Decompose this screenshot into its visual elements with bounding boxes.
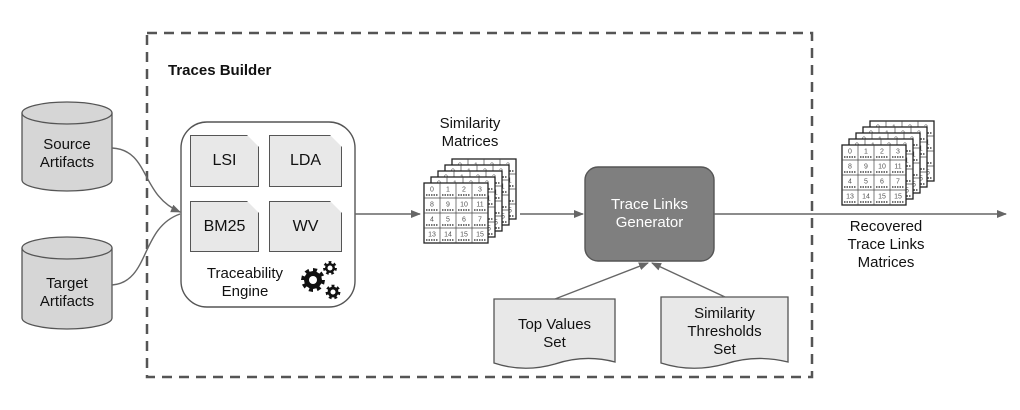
similarity-matrix-cell: 15 bbox=[476, 231, 484, 238]
method-bm25-label: BM25 bbox=[203, 217, 246, 235]
target-to-engine-connector bbox=[111, 213, 181, 286]
thresholds-to-generator-arrow bbox=[651, 262, 726, 298]
recovered-matrix-cell: 7 bbox=[896, 178, 900, 185]
top-values-set-box bbox=[493, 298, 616, 369]
recovered-matrix-cell: 15 bbox=[878, 193, 886, 200]
recovered-matrix-sheet: 0 1 2 3 8 9 10 11 4 5 6 7 13 14 15 15 bbox=[841, 144, 907, 206]
recovered-matrix-cell: 5 bbox=[864, 178, 868, 185]
similarity-matrix-cell: 14 bbox=[444, 231, 452, 238]
target-artifacts-label: Target Artifacts bbox=[39, 275, 95, 310]
similarity-matrix-cell: 2 bbox=[462, 186, 466, 193]
recovered-matrix-cell: 10 bbox=[878, 163, 886, 170]
recovered-trace-links-label: Recovered Trace Links Matrices bbox=[847, 218, 925, 271]
traces-builder-boundary bbox=[145, 31, 814, 379]
similarity-matrix-cell: 3 bbox=[478, 186, 482, 193]
similarity-thresholds-set-box bbox=[660, 296, 789, 369]
similarity-matrices-label: Similarity Matrices bbox=[439, 115, 501, 150]
recovered-matrix-cell: 9 bbox=[864, 163, 868, 170]
recovered-matrix-cell: 6 bbox=[880, 178, 884, 185]
recovered-matrix-cell: 11 bbox=[894, 163, 901, 170]
similarity-matrices-stack: 0 1 2 3 8 9 10 11 4 5 6 7 13 14 15 150 1 2 3 8 9 10 11 4 5 6 7 13 14… bbox=[423, 158, 517, 244]
recovered-matrix-cell: 14 bbox=[862, 193, 870, 200]
method-lsi-label: LSI bbox=[212, 152, 237, 169]
traces-builder-title: Traces Builder bbox=[168, 62, 272, 79]
similarity-matrix-cell: 0 bbox=[430, 186, 434, 193]
source-to-engine-connector bbox=[111, 147, 181, 213]
recovered-matrices-stack: 0 1 2 3 8 9 10 11 4 5 6 7 13 14 15 150 1 2 3 8 9 10 11 4 5 6 7 13 14… bbox=[841, 120, 935, 206]
similarity-matrix-cell: 1 bbox=[446, 186, 450, 193]
similarity-matrix-cell: 10 bbox=[460, 201, 468, 208]
similarity-thresholds-set-label: Similarity Thresholds Set bbox=[687, 305, 762, 358]
recovered-matrix-cell: 4 bbox=[848, 178, 852, 185]
similarity-matrix-cell: 6 bbox=[462, 216, 466, 223]
similarity-matrix-cell: 5 bbox=[446, 216, 450, 223]
recovered-matrix-cell: 1 bbox=[864, 148, 868, 155]
method-lda: LDA bbox=[269, 135, 342, 187]
method-wv-label: WV bbox=[292, 217, 319, 235]
similarity-matrix-cell: 11 bbox=[476, 201, 483, 208]
top-values-set-label: Top Values Set bbox=[517, 316, 592, 351]
traceability-engine-label: Traceability Engine bbox=[206, 265, 284, 300]
recovered-matrix-cell: 2 bbox=[880, 148, 884, 155]
source-artifacts-cylinder bbox=[21, 101, 113, 192]
method-lda-label: LDA bbox=[289, 152, 322, 169]
method-lsi: LSI bbox=[190, 135, 259, 187]
target-artifacts-cylinder bbox=[21, 236, 113, 330]
similarity-matrix-cell: 15 bbox=[460, 231, 468, 238]
similarity-matrix-sheet: 0 1 2 3 8 9 10 11 4 5 6 7 13 14 15 15 bbox=[423, 182, 489, 244]
recovered-matrix-cell: 13 bbox=[846, 193, 854, 200]
method-wv: WV bbox=[269, 201, 342, 252]
recovered-matrix-cell: 8 bbox=[848, 163, 852, 170]
similarity-matrix-cell: 9 bbox=[446, 201, 450, 208]
trace-links-generator-label: Trace Links Generator bbox=[611, 196, 688, 231]
similarity-matrix-cell: 7 bbox=[478, 216, 482, 223]
similarity-matrix-cell: 8 bbox=[430, 201, 434, 208]
similarity-matrix-cell: 13 bbox=[428, 231, 436, 238]
gears-icon bbox=[301, 261, 341, 300]
recovered-matrix-cell: 3 bbox=[896, 148, 900, 155]
method-bm25: BM25 bbox=[190, 201, 259, 252]
recovered-matrix-cell: 0 bbox=[848, 148, 852, 155]
top-values-to-generator-arrow bbox=[554, 262, 649, 300]
recovered-matrix-cell: 15 bbox=[894, 193, 902, 200]
source-artifacts-label: Source Artifacts bbox=[39, 136, 95, 171]
similarity-matrix-cell: 4 bbox=[430, 216, 434, 223]
